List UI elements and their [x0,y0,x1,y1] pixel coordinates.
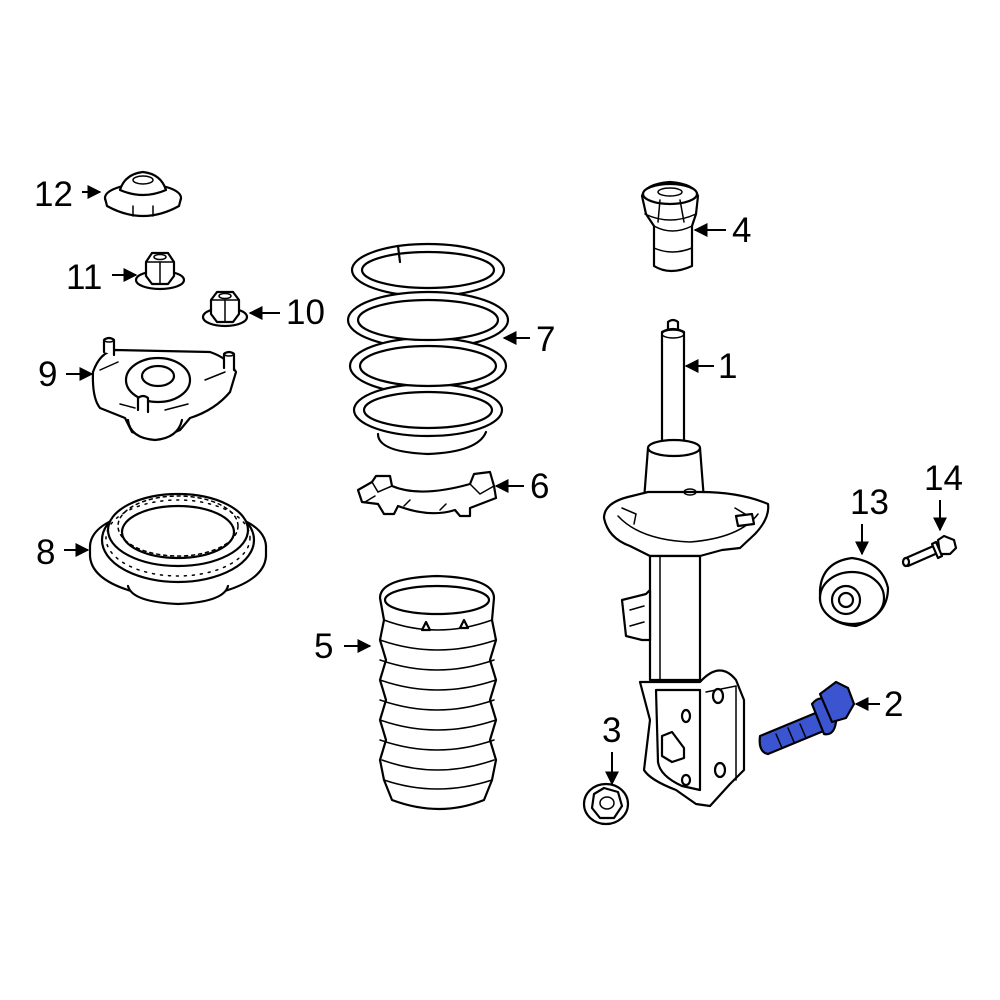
callout-12: 12 [34,175,73,214]
part-14-bolt[interactable] [901,534,958,568]
part-4-bump-stop[interactable] [640,180,700,273]
callout-labels: 12 11 10 9 8 7 6 5 4 1 2 3 13 14 [34,175,963,750]
callout-11: 11 [66,258,102,297]
callout-9: 9 [38,355,57,394]
callout-8: 8 [36,533,55,572]
part-9-upper-mount[interactable] [91,336,238,442]
part-10-nut[interactable] [201,290,249,328]
callout-7: 7 [536,320,555,359]
callout-3: 3 [602,711,621,750]
part-3-nut[interactable] [582,782,630,826]
callout-13: 13 [850,483,889,522]
part-2-bolt-highlighted[interactable] [758,680,856,756]
callout-4: 4 [732,211,751,250]
part-6-isolator[interactable] [356,470,498,518]
callout-14: 14 [924,459,963,498]
part-11-nut[interactable] [134,251,186,291]
callout-2: 2 [884,685,903,724]
callout-10: 10 [286,293,325,332]
callout-6: 6 [530,467,549,506]
part-5-dust-boot[interactable] [378,574,498,811]
callout-arrows [64,185,947,786]
part-7-coil-spring[interactable] [346,242,510,456]
part-8-bearing[interactable] [88,492,268,606]
callout-1: 1 [718,347,737,386]
part-13-bushing[interactable] [818,556,890,628]
part-12-cap[interactable] [103,170,183,217]
part-1-strut[interactable] [602,318,770,808]
callout-5: 5 [314,627,333,666]
